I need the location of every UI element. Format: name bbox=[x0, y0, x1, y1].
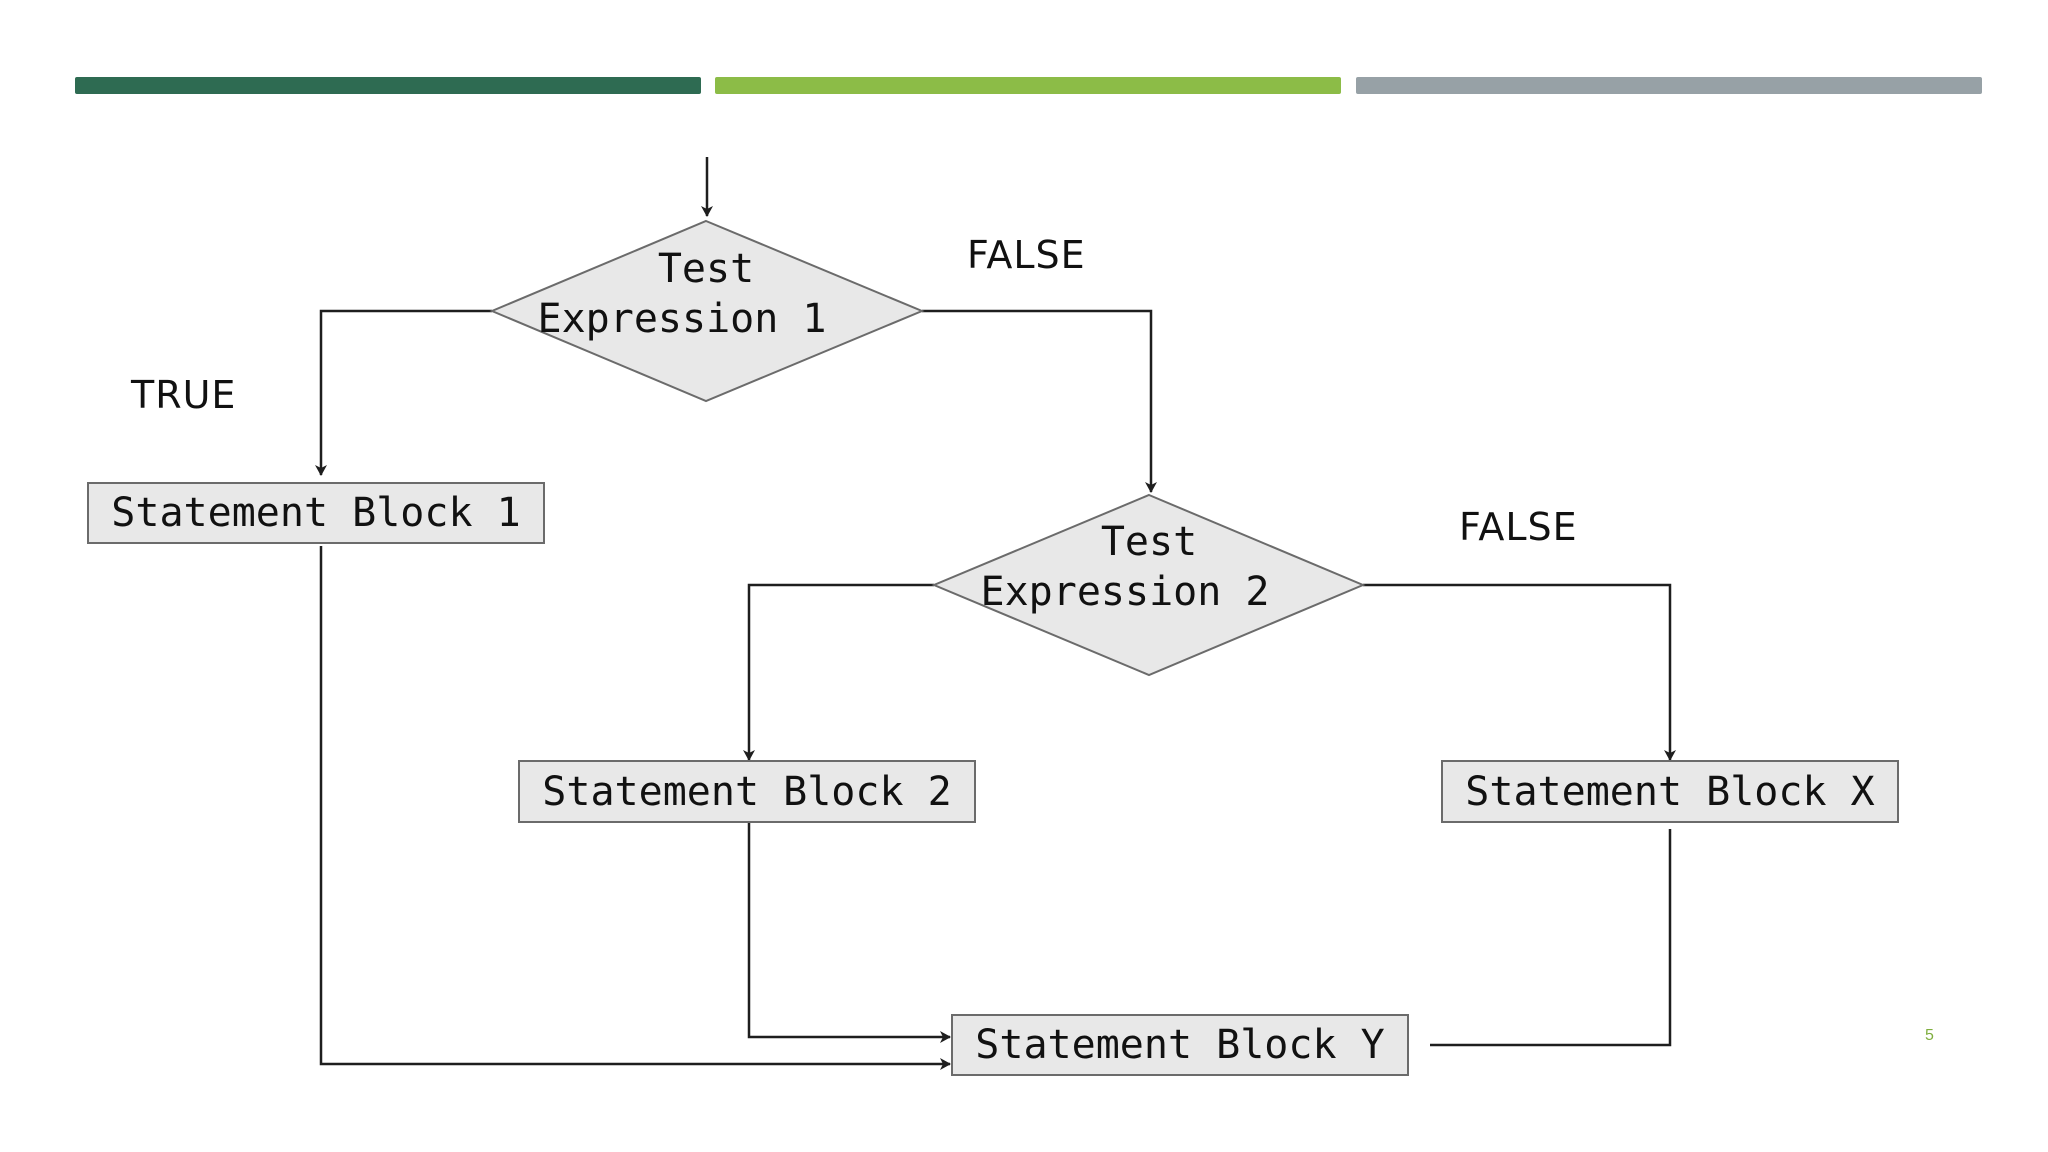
blockx-to-blocky-line bbox=[1430, 829, 1672, 1047]
statement-block-x: Statement Block X bbox=[1441, 760, 1899, 823]
statement-block-y: Statement Block Y bbox=[951, 1014, 1409, 1076]
decision-2-line2: Expression 2 bbox=[981, 569, 1270, 615]
statement-block-y-label: Statement Block Y bbox=[975, 1022, 1384, 1068]
statement-block-2-label: Statement Block 2 bbox=[542, 769, 951, 815]
true-branch-arrow bbox=[315, 309, 492, 476]
decision-test-expression-1: Test Expression 1 bbox=[489, 219, 925, 403]
statement-block-2-box bbox=[518, 760, 976, 823]
statement-block-1-label: Statement Block 1 bbox=[111, 490, 520, 536]
accent-bar-gray bbox=[1356, 77, 1982, 94]
decision-diamond-1 bbox=[489, 219, 925, 403]
page-number: 5 bbox=[1925, 1027, 1934, 1044]
block1-to-blocky-arrow bbox=[319, 546, 951, 1070]
decision2-left-arrow bbox=[743, 583, 934, 761]
accent-bar-dark-green bbox=[75, 77, 701, 94]
statement-block-x-label: Statement Block X bbox=[1465, 769, 1874, 815]
label-false-2: FALSE bbox=[1459, 505, 1578, 549]
decision-test-expression-2: Test Expression 2 bbox=[931, 493, 1366, 677]
label-true: TRUE bbox=[130, 373, 236, 417]
false-branch-arrow-2 bbox=[1363, 583, 1676, 761]
decision-diamond-2 bbox=[931, 493, 1366, 677]
accent-bar-light-green bbox=[715, 77, 1341, 94]
label-false-1: FALSE bbox=[967, 233, 1086, 277]
decision-2-line1: Test bbox=[1101, 519, 1197, 565]
statement-block-y-box bbox=[951, 1014, 1409, 1076]
block2-to-blocky-arrow bbox=[747, 823, 951, 1043]
statement-block-2: Statement Block 2 bbox=[518, 760, 976, 823]
decision-1-line1: Test bbox=[658, 246, 754, 292]
statement-block-x-box bbox=[1441, 760, 1899, 823]
false-branch-arrow-1 bbox=[922, 309, 1157, 493]
statement-block-1: Statement Block 1 bbox=[87, 482, 545, 544]
connectors bbox=[315, 157, 1676, 1070]
decision-1-line2: Expression 1 bbox=[538, 296, 827, 342]
statement-block-1-box bbox=[87, 482, 545, 544]
